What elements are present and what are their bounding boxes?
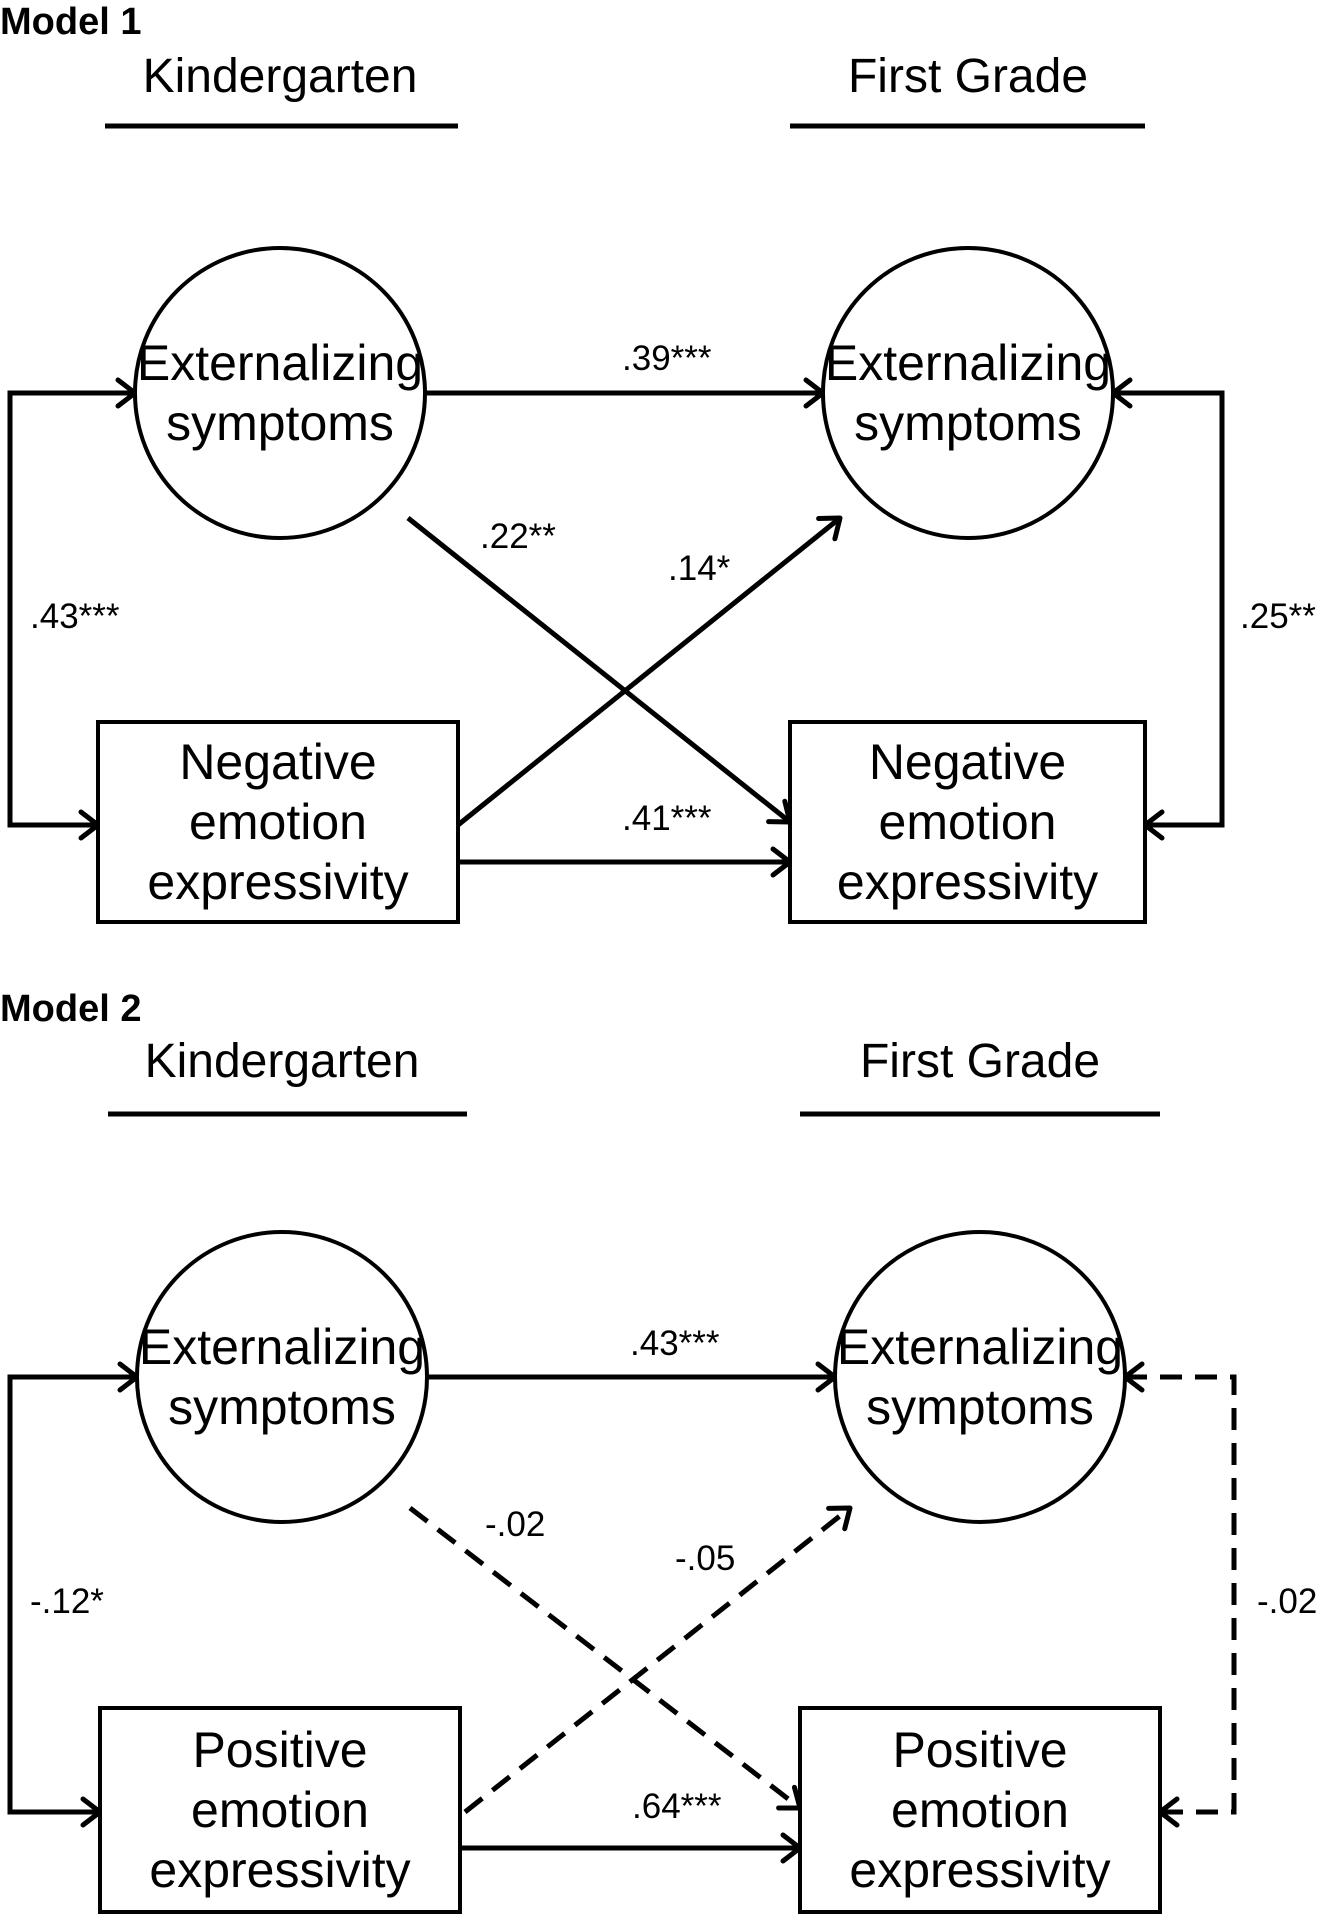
node-label: Positive	[892, 1722, 1067, 1778]
coefficient-ext-to-emo: -.02	[485, 1505, 545, 1544]
kindergarten-externalizing-node-circle	[135, 1230, 429, 1524]
node-label: symptoms	[854, 395, 1082, 451]
coefficient-g-corr: -.02	[1257, 1582, 1317, 1621]
node-label: Negative	[869, 734, 1066, 790]
first-grade-emotion-node-box	[788, 720, 1147, 924]
kindergarten-header: Kindergarten	[145, 1035, 420, 1088]
ext-to-emo-arrow-arrowhead	[776, 1784, 803, 1811]
coefficient-ext-to-emo: .22**	[480, 517, 556, 556]
emo-to-ext-arrow	[456, 516, 842, 827]
first-grade-correlation-arrow	[1125, 1374, 1237, 1815]
node-label: Externalizing	[139, 1319, 425, 1375]
node-label: emotion	[191, 1782, 369, 1838]
first-grade-header: First Grade	[860, 1035, 1100, 1088]
kindergarten-externalizing-node-circle	[133, 246, 427, 540]
ext-to-emo-arrow	[408, 1506, 802, 1810]
coefficient-k-corr: -.12*	[30, 1582, 104, 1621]
node-label: emotion	[189, 794, 367, 850]
node-label: symptoms	[168, 1379, 396, 1435]
first-grade-header: First Grade	[848, 50, 1088, 103]
first-grade-correlation-arrow	[1113, 390, 1225, 828]
kindergarten-correlation-arrow	[7, 1374, 137, 1815]
kindergarten-correlation-arrow	[7, 390, 135, 828]
emo-to-ext-arrow-arrowhead	[816, 515, 843, 542]
node-label: symptoms	[166, 395, 394, 451]
coefficient-emo-stability: .64***	[632, 1787, 722, 1826]
coefficient-ext-stability: .39***	[622, 339, 712, 378]
node-label: emotion	[879, 794, 1057, 850]
node-label: Externalizing	[137, 335, 423, 391]
first-grade-externalizing-node-circle	[821, 246, 1115, 540]
kindergarten-header: Kindergarten	[143, 50, 418, 103]
first-grade-externalizing-node-circle	[833, 1230, 1127, 1524]
node-label: expressivity	[849, 1842, 1110, 1898]
coefficient-emo-to-ext: .14*	[668, 549, 731, 588]
coefficient-emo-to-ext: -.05	[675, 1539, 735, 1578]
model-title: Model 1	[0, 1, 141, 43]
ext-to-emo-arrow	[406, 516, 792, 824]
node-label: symptoms	[866, 1379, 1094, 1435]
coefficient-k-corr: .43***	[30, 597, 120, 636]
node-label: Externalizing	[837, 1319, 1123, 1375]
emo-to-ext-arrow	[463, 1506, 852, 1814]
node-label: emotion	[891, 1782, 1069, 1838]
model-title: Model 2	[0, 988, 141, 1030]
node-label: expressivity	[837, 854, 1098, 910]
kindergarten-emotion-node-box	[98, 1706, 462, 1914]
emo-to-ext-arrow-arrowhead	[826, 1505, 853, 1532]
node-label: expressivity	[147, 854, 408, 910]
node-label: Externalizing	[825, 335, 1111, 391]
coefficient-ext-stability: .43***	[630, 1324, 720, 1363]
node-label: expressivity	[149, 1842, 410, 1898]
node-label: Positive	[192, 1722, 367, 1778]
node-label: Negative	[179, 734, 376, 790]
coefficient-emo-stability: .41***	[622, 799, 712, 838]
coefficient-g-corr: .25**	[1240, 597, 1316, 636]
kindergarten-emotion-node-box	[96, 720, 460, 924]
first-grade-emotion-node-box	[798, 1706, 1162, 1914]
